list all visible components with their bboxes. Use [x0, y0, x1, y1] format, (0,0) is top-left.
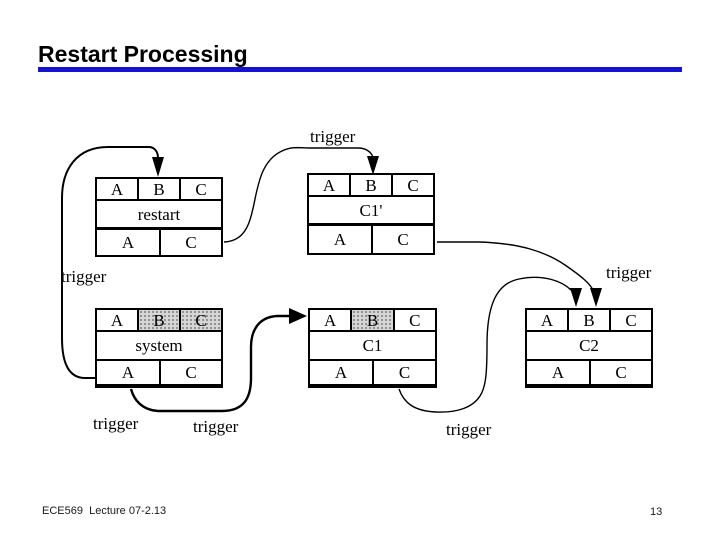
cell-c: C: [625, 310, 637, 330]
cell-c: C: [407, 175, 419, 195]
title-underline: [38, 67, 682, 72]
arrowhead-c2-b-left: [570, 288, 582, 307]
cell-a: A: [309, 226, 373, 253]
header-row: A B C: [309, 175, 433, 197]
table-label: restart: [97, 201, 221, 230]
footer-row: A C: [97, 361, 221, 384]
cell-c: C: [185, 233, 197, 252]
cell-a: A: [97, 310, 139, 330]
arrowhead-c1-a: [289, 308, 307, 324]
cell-b-shaded: B: [139, 310, 181, 330]
header-row: A B C: [97, 310, 221, 332]
cell-a: A: [527, 310, 569, 330]
cell-a: A: [97, 361, 161, 384]
footer-row: A C: [527, 361, 651, 384]
cell-c: C: [397, 230, 409, 249]
header-row: A B C: [527, 310, 651, 332]
cell-c-shaded: C: [181, 310, 221, 330]
header-row: A B C: [97, 179, 221, 201]
cell-a: A: [309, 175, 351, 195]
trigger-label-bottom-right: trigger: [446, 420, 492, 439]
cell-b: B: [139, 179, 181, 199]
cell-a: A: [310, 310, 353, 330]
footer-row: A C: [309, 226, 433, 253]
arrowhead-c2-b-right: [590, 288, 602, 307]
table-label: C1': [309, 197, 433, 226]
cell-c: C: [409, 310, 421, 330]
trigger-label-right: trigger: [606, 263, 652, 282]
trigger-label-top: trigger: [310, 127, 356, 146]
cell-a: A: [527, 361, 591, 384]
table-system: A B C system A C: [95, 308, 223, 388]
trigger-label-left: trigger: [61, 267, 107, 286]
cell-b-shaded: B: [352, 310, 395, 330]
cell-c: C: [195, 179, 207, 199]
cell-a: A: [97, 230, 161, 255]
arrowhead-restart-b: [152, 157, 164, 177]
footer-row: A C: [97, 230, 221, 255]
cell-a: A: [310, 361, 374, 384]
cell-c: C: [615, 363, 627, 382]
cell-a: A: [97, 179, 139, 199]
table-restart: A B C restart A C: [95, 177, 223, 257]
table-c2: A B C C2 A C: [525, 308, 653, 388]
footer-row: A C: [310, 361, 435, 384]
slide-title: Restart Processing: [38, 41, 248, 67]
header-row: A B C: [310, 310, 435, 332]
table-c1: A B C C1 A C: [308, 308, 437, 388]
trigger-label-bottom-left: trigger: [93, 414, 139, 433]
cell-b: B: [569, 310, 611, 330]
wire-c1prime-to-c2: [437, 241, 595, 293]
table-label: C1: [310, 332, 435, 361]
table-label: system: [97, 332, 221, 361]
footer-course-label: ECE569 Lecture 07-2.13: [42, 505, 167, 517]
cell-c: C: [185, 363, 197, 382]
page-number: 13: [650, 506, 663, 518]
table-label: C2: [527, 332, 651, 361]
cell-c: C: [398, 363, 411, 382]
cell-b: B: [351, 175, 393, 195]
table-c1-prime: A B C C1' A C: [307, 173, 435, 255]
trigger-label-bottom-mid: trigger: [193, 417, 239, 436]
